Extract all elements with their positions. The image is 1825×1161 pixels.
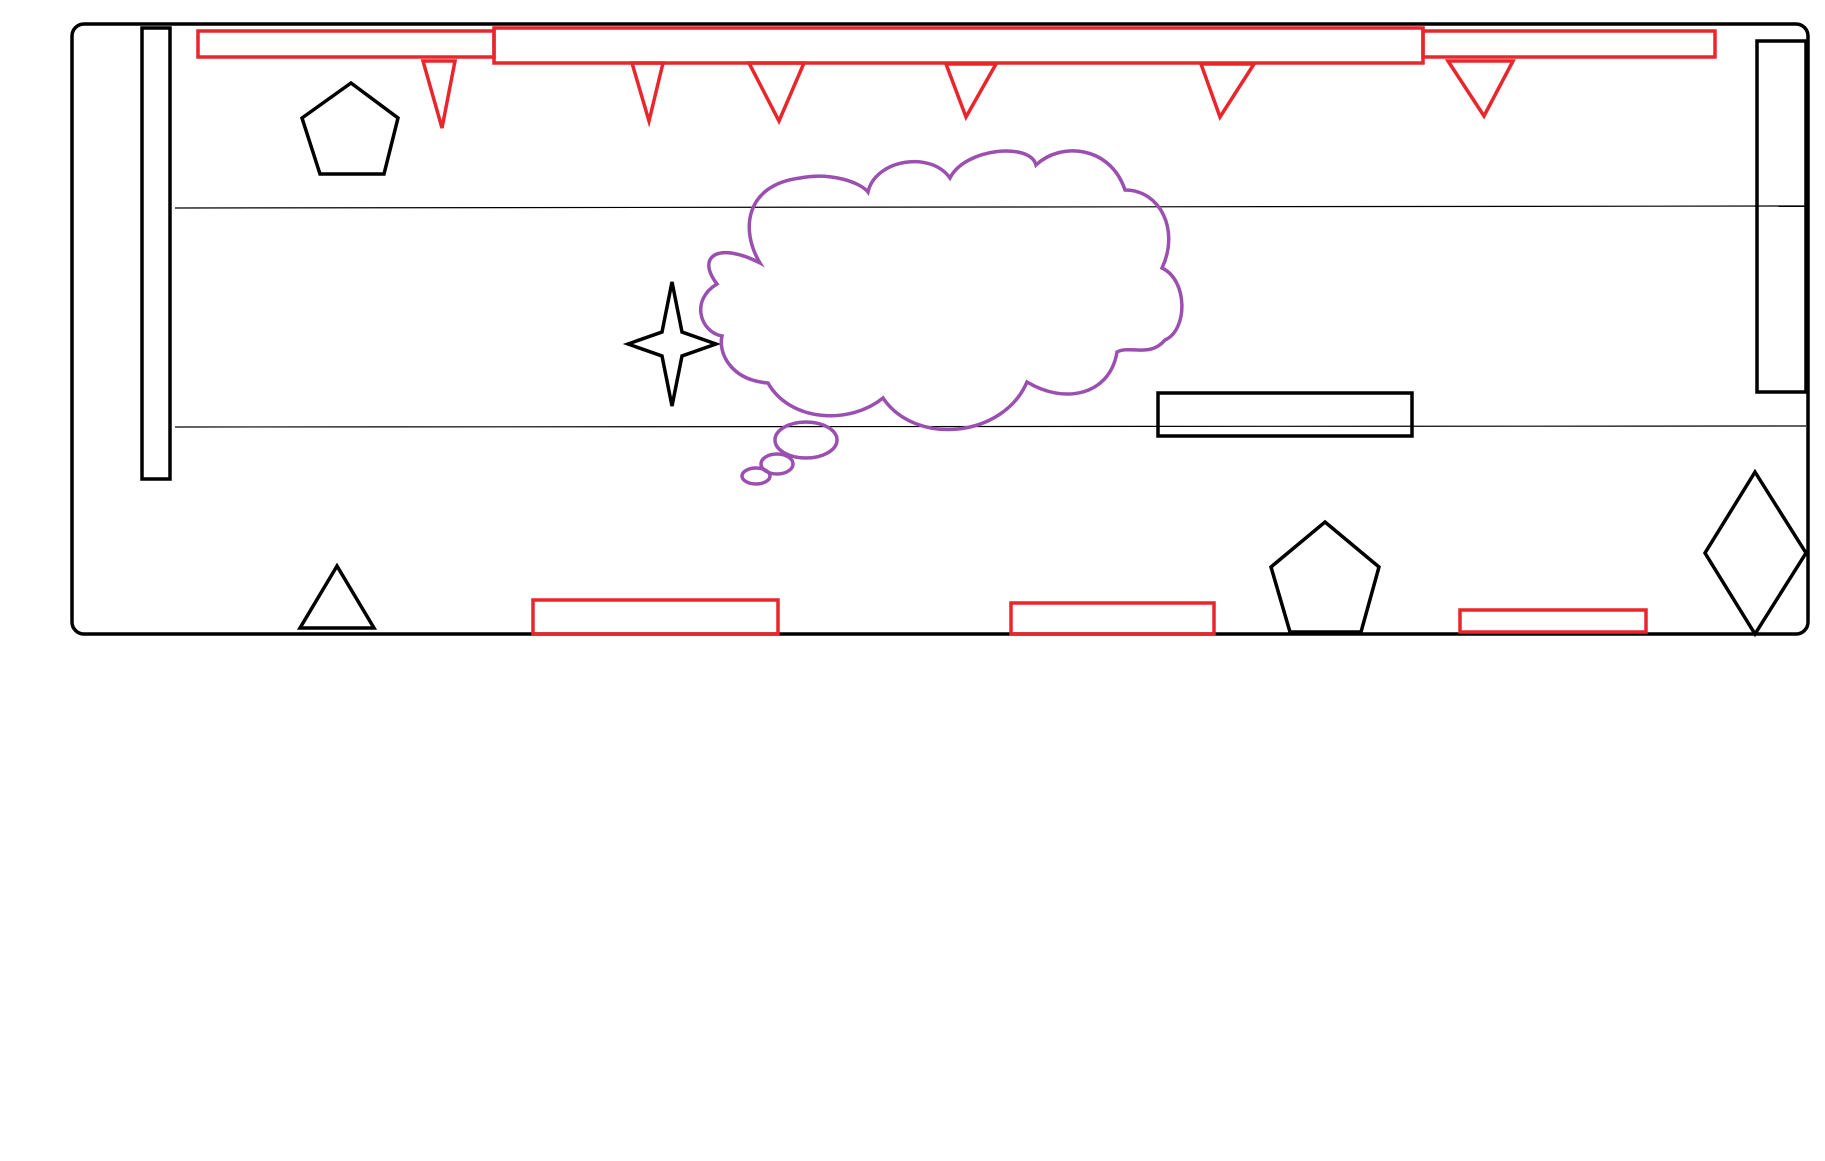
ceiling-bar-left <box>196 29 496 59</box>
floor-pad-right <box>1458 608 1648 634</box>
ceiling-spike <box>746 61 807 126</box>
ceiling-bar-center <box>492 26 1425 65</box>
outer-frame <box>70 22 1810 636</box>
ceiling-bar-right <box>1421 29 1717 59</box>
left-pillar <box>140 26 172 481</box>
floating-platform <box>1156 391 1414 438</box>
ceiling-spike <box>1444 59 1516 120</box>
diamond-shape <box>1702 468 1809 638</box>
floor-triangle <box>296 562 378 630</box>
ceiling-spike <box>420 59 458 129</box>
floor-pad-left <box>531 598 780 636</box>
ceiling-spike <box>1198 62 1258 121</box>
thought-cloud-icon <box>699 149 1184 486</box>
pentagon-lower <box>1268 519 1381 634</box>
right-pillar <box>1755 39 1808 394</box>
floor-pad-center <box>1009 601 1216 636</box>
ceiling-spike <box>943 62 1000 122</box>
lane-line-upper <box>174 205 1807 209</box>
pentagon-upper-left <box>299 80 400 176</box>
ceiling-spike <box>629 61 666 128</box>
lane-line-lower <box>174 425 1807 428</box>
four-point-star-icon <box>622 281 722 407</box>
